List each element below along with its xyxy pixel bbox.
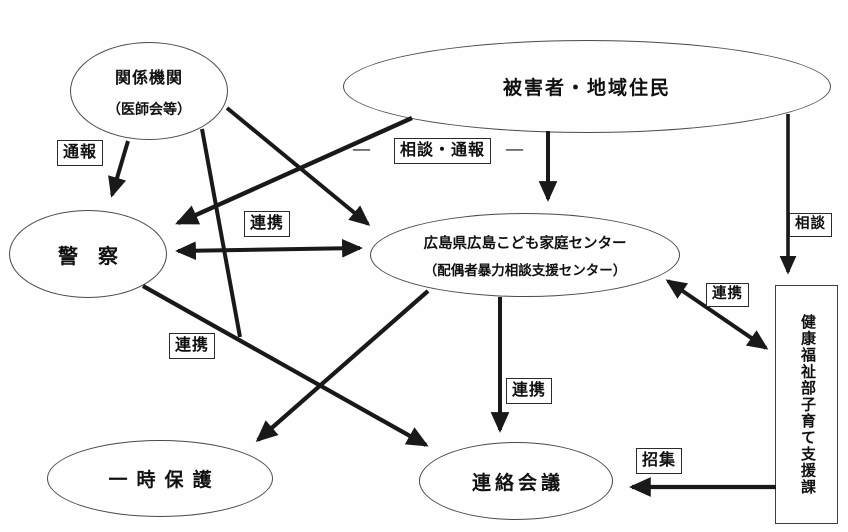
- edge-label-consult: 相談: [789, 213, 832, 237]
- node-children-family-center: 広島県広島こども家庭センター （配偶者暴力相談支援センター）: [370, 213, 680, 297]
- police-label: 警 察: [58, 245, 118, 268]
- edge-label-convene: 招集: [636, 448, 683, 474]
- edge-label-cooperation-center-conference: 連携: [506, 378, 553, 404]
- arrow-center-to-protection: [255, 289, 430, 443]
- children-family-center-label: 広島県広島こども家庭センター: [423, 235, 627, 252]
- node-police: 警 察: [9, 210, 167, 298]
- related-organizations-label: 関係機関: [114, 69, 183, 87]
- arrow-relatedorgs-to-police: [108, 140, 130, 198]
- victims-residents-label: 被害者・地域住民: [502, 78, 671, 99]
- node-victims-residents: 被害者・地域住民: [343, 40, 831, 133]
- temporary-protection-label: 一時保護: [108, 470, 221, 491]
- node-temporary-protection: 一時保護: [47, 440, 273, 517]
- node-childcare-support-division: 健康福祉部子育て支援課: [775, 285, 838, 524]
- node-liaison-conference: 連絡会議: [419, 442, 613, 520]
- arrow-victims-to-police: [175, 115, 413, 226]
- liaison-conference-label: 連絡会議: [471, 472, 564, 494]
- edge-label-cooperation-police-conference: 連携: [169, 333, 216, 359]
- related-organizations-sublabel: （医師会等）: [107, 102, 191, 118]
- arrow-relatedorgs-to-center: [225, 106, 371, 226]
- line-relatedorgs-stub: [200, 128, 242, 338]
- arrow-police-to-conference: [141, 284, 429, 447]
- children-family-center-sublabel: （配偶者暴力相談支援センター）: [423, 262, 627, 278]
- dash-left: —: [353, 139, 370, 158]
- arrow-center-division-double: [665, 279, 769, 350]
- edge-label-consult-report: 相談・通報: [394, 138, 492, 164]
- edge-label-report: 通報: [57, 140, 104, 166]
- childcare-support-division-label: 健康福祉部子育て支援課: [799, 313, 815, 496]
- node-related-organizations: 関係機関 （医師会等）: [70, 42, 228, 140]
- edge-label-cooperation-center-division: 連携: [706, 283, 749, 307]
- edge-label-cooperation-police-center: 連携: [244, 211, 291, 237]
- arrow-police-center-double: [175, 238, 363, 261]
- dash-right: —: [506, 139, 523, 158]
